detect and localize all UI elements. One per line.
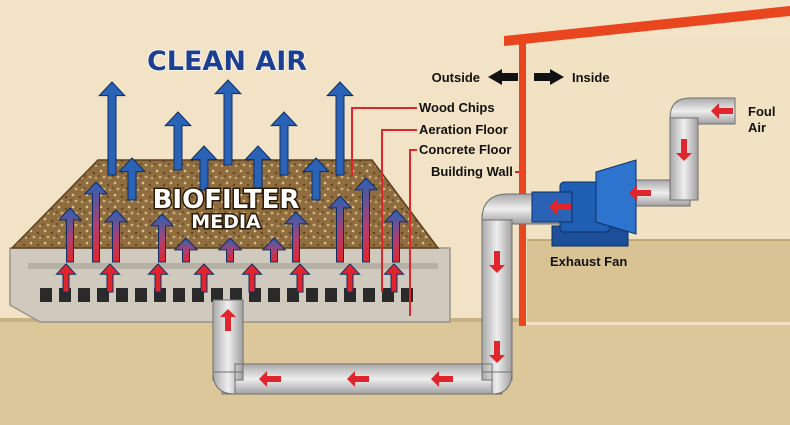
clean-air-arrow (270, 111, 298, 176)
clean-air-arrow (302, 157, 330, 201)
rising-air-arrow (353, 177, 379, 263)
aeration-slot (97, 288, 109, 302)
aeration-up-arrow (339, 263, 361, 293)
inside-arrow-icon (534, 69, 564, 85)
aeration-floor (40, 288, 413, 302)
clean-air-arrow (164, 111, 192, 171)
aeration-slot (40, 288, 52, 302)
foul-air-label-line2: Air (748, 120, 766, 135)
flow-arrow-down (676, 139, 692, 161)
aeration-slot (287, 288, 299, 302)
aeration-up-arrow (99, 263, 121, 293)
rising-air-arrow (103, 209, 129, 263)
aeration-slot (230, 288, 242, 302)
flow-arrow-left (347, 371, 369, 387)
flow-arrow-down (489, 341, 505, 363)
inside-label: Inside (572, 70, 610, 85)
clean-air-arrow (244, 145, 272, 191)
flow-arrow-down (489, 251, 505, 273)
aeration-slot (78, 288, 90, 302)
clean-air-arrow (214, 79, 242, 166)
rising-air-arrow (83, 181, 109, 263)
aeration-slot (363, 288, 375, 302)
rising-air-arrow (327, 195, 353, 263)
biofilter-label: BIOFILTER (153, 185, 300, 215)
flow-arrow-up (220, 309, 236, 331)
exhaust-fan-label: Exhaust Fan (550, 254, 627, 269)
label-leaders (351, 107, 519, 316)
aeration-slot (173, 288, 185, 302)
clean-air-arrow (326, 81, 354, 176)
clean-air-arrows (55, 79, 409, 293)
aeration-up-arrow (55, 263, 77, 293)
exhaust-fan (531, 159, 637, 247)
building-roof (504, 6, 790, 46)
aeration-up-arrow (193, 263, 215, 293)
flow-arrow-left (431, 371, 453, 387)
airflow-arrows (220, 103, 733, 387)
aeration-up-arrow (383, 263, 405, 293)
aeration-slot (211, 288, 223, 302)
aeration-floor-label: Aeration Floor (419, 122, 508, 137)
outside-label: Outside (432, 70, 480, 85)
aeration-slot (268, 288, 280, 302)
leader-concrete-floor (409, 149, 417, 316)
clean-air-title: CLEAN AIR (147, 46, 307, 77)
building-floor (527, 240, 790, 322)
media-label: MEDIA (191, 211, 261, 233)
foul-air-label-line1: Foul (748, 104, 775, 119)
rising-air-arrow (261, 237, 287, 263)
aeration-up-arrow (241, 263, 263, 293)
aeration-slot (325, 288, 337, 302)
clean-air-arrow (98, 81, 126, 176)
aeration-slot (135, 288, 147, 302)
leader-aeration-floor (381, 129, 417, 292)
clean-air-arrow (118, 157, 146, 201)
aeration-slot (401, 288, 413, 302)
flow-arrow-left (259, 371, 281, 387)
building-wall (519, 36, 526, 326)
flow-arrow-left (629, 185, 651, 201)
aeration-slot (306, 288, 318, 302)
rising-air-arrow (173, 237, 199, 263)
aeration-up-arrow (289, 263, 311, 293)
building-wall-label: Building Wall (431, 164, 513, 179)
clean-air-arrow (190, 145, 218, 191)
rising-air-arrow (57, 207, 83, 263)
concrete-floor-label: Concrete Floor (419, 142, 511, 157)
concrete-ledge (28, 263, 438, 269)
aeration-up-arrow (147, 263, 169, 293)
rising-air-arrow (217, 237, 243, 263)
rising-air-arrow (149, 213, 175, 263)
rising-air-arrow (283, 211, 309, 263)
flow-arrow-left (711, 103, 733, 119)
leader-wood-chips (351, 107, 417, 176)
flow-arrow-left (549, 199, 571, 215)
rising-air-arrow (383, 209, 409, 263)
aeration-slot (116, 288, 128, 302)
outside-arrow-icon (488, 69, 518, 85)
wood-chips-label: Wood Chips (419, 100, 495, 115)
